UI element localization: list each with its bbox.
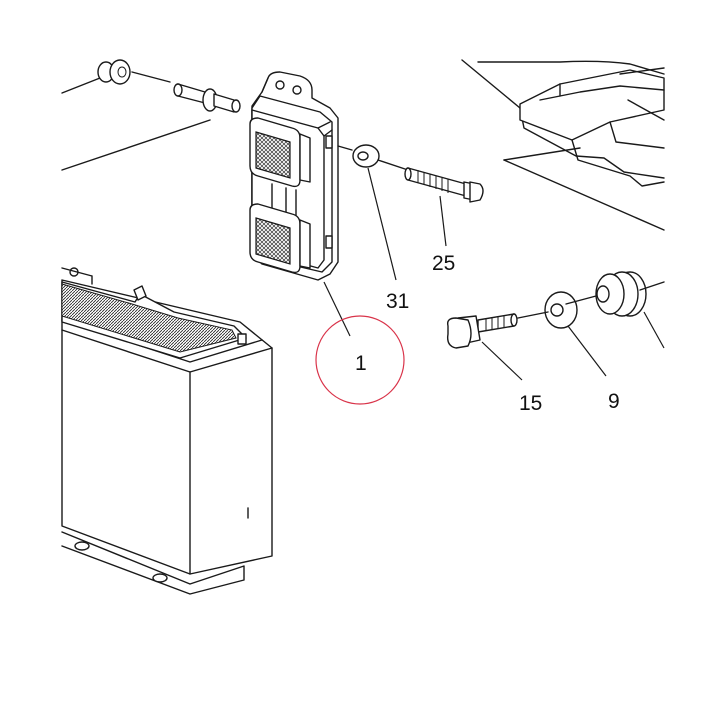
leader-31 <box>367 167 397 281</box>
leader-15 <box>481 341 523 381</box>
bolt-15 <box>446 311 549 349</box>
highlight-circle <box>315 315 405 405</box>
washer-31 <box>337 144 380 168</box>
battery-box <box>61 267 273 595</box>
grommet <box>595 271 665 317</box>
callout-9: 9 <box>608 390 620 413</box>
washer-9 <box>544 291 597 329</box>
leader-25 <box>439 195 447 247</box>
ecu-unit <box>249 71 339 281</box>
leader-1 <box>323 281 351 337</box>
callout-15: 15 <box>519 392 542 415</box>
bolt-25 <box>377 159 484 203</box>
background-bracket <box>461 59 665 231</box>
callout-1: 1 <box>355 352 367 375</box>
stepped-pin <box>173 83 241 113</box>
callout-31: 31 <box>386 290 409 313</box>
leader-grommet <box>643 311 665 349</box>
leader-9 <box>567 325 607 377</box>
background-stud <box>61 59 211 171</box>
callout-25: 25 <box>432 252 455 275</box>
